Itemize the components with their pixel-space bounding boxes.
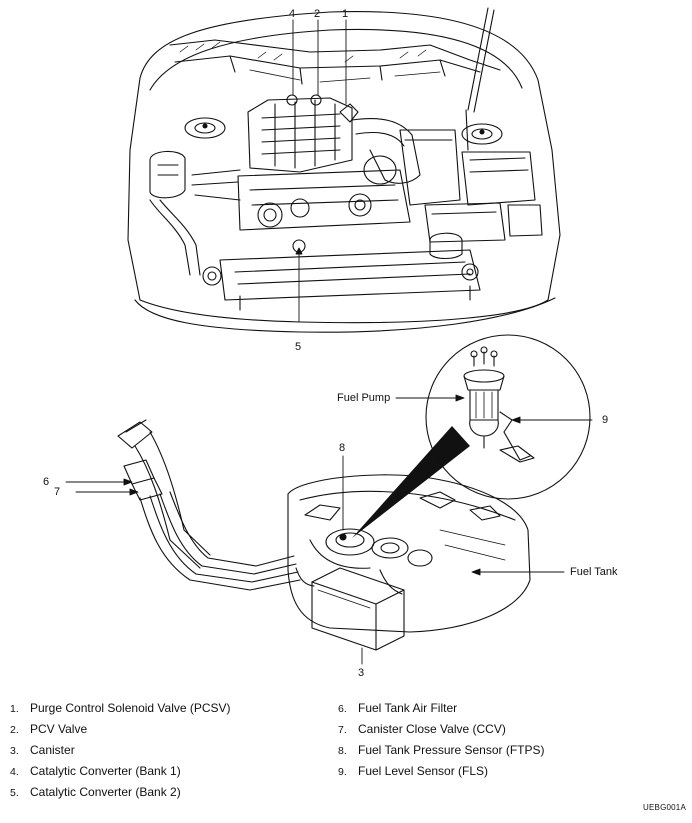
callout-5: 5 — [295, 341, 302, 353]
legend-item-6: 6.Fuel Tank Air Filter — [338, 701, 458, 715]
legend-item-3: 3.Canister — [10, 743, 75, 757]
callout-9: 9 — [602, 414, 609, 426]
callout-1: 1 — [342, 8, 349, 20]
legend-item-7: 7.Canister Close Valve (CCV) — [338, 722, 506, 736]
evap-system-figure — [65, 7, 593, 665]
fuel-callout-lines — [65, 394, 593, 665]
engine-callout-lines — [292, 19, 347, 323]
callout-7: 7 — [54, 486, 61, 498]
callout-4: 4 — [289, 8, 296, 20]
legend-left: 1.Purge Control Solenoid Valve (PCSV) 2.… — [10, 698, 231, 803]
engine-bay-drawing — [127, 7, 561, 333]
fuel-pump-label: Fuel Pump — [337, 392, 391, 404]
legend-item-9: 9.Fuel Level Sensor (FLS) — [338, 764, 489, 778]
callout-8: 8 — [339, 442, 346, 454]
legend-right: 6.Fuel Tank Air Filter 7.Canister Close … — [338, 698, 545, 782]
callout-2: 2 — [314, 8, 321, 20]
legend-item-1: 1.Purge Control Solenoid Valve (PCSV) — [10, 701, 231, 715]
fuel-system-drawing — [117, 334, 591, 651]
fuel-tank-label: Fuel Tank — [570, 566, 618, 578]
legend-item-2: 2.PCV Valve — [10, 722, 88, 736]
drawing-code: UEBG001A — [643, 803, 686, 812]
legend-item-5: 5.Catalytic Converter (Bank 2) — [10, 785, 181, 799]
callout-6: 6 — [43, 476, 50, 488]
callout-3: 3 — [358, 667, 365, 679]
legend-item-4: 4.Catalytic Converter (Bank 1) — [10, 764, 181, 778]
legend-item-8: 8.Fuel Tank Pressure Sensor (FTPS) — [338, 743, 545, 757]
